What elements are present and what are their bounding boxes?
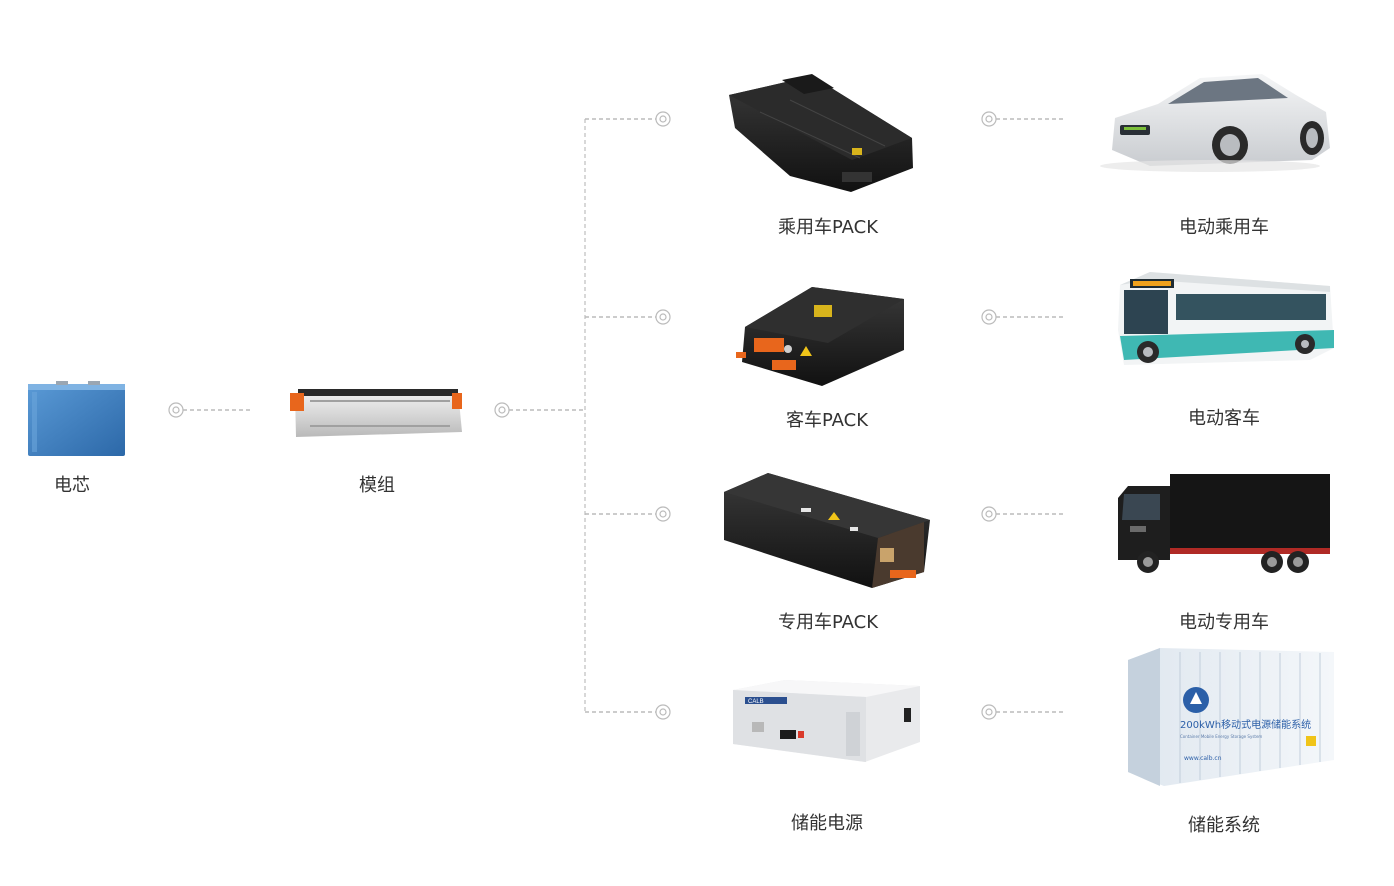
container-subtitle-text: Container Mobile Energy Storage System	[1180, 734, 1262, 739]
module-image	[290, 389, 462, 437]
connector-cell-module	[168, 402, 252, 418]
storage-system-image: 200kWh移动式电源储能系统 Container Mobile Energy …	[1128, 648, 1334, 786]
pack-bus-image	[736, 287, 904, 386]
connector-pack-special-ev	[981, 506, 1064, 522]
node-label-module: 模组	[359, 475, 395, 496]
connector-branch-passenger	[585, 111, 671, 127]
rack-brand-text: CALB	[748, 699, 764, 705]
node-label-storage-power: 储能电源	[791, 813, 863, 834]
connector-branch-special	[585, 506, 671, 522]
node-label-pack-special: 专用车PACK	[777, 612, 879, 633]
connector-branch-storage	[585, 704, 671, 720]
node-label-cell: 电芯	[54, 475, 90, 496]
pack-special-image	[724, 473, 930, 588]
node-label-ev-bus: 电动客车	[1188, 408, 1260, 429]
node-label-pack-passenger: 乘用车PACK	[777, 217, 879, 238]
node-label-ev-special: 电动专用车	[1179, 612, 1269, 633]
connector-pack-bus-ev	[981, 309, 1064, 325]
pack-passenger-image	[729, 74, 913, 192]
container-url-text: www.calb.cn	[1184, 755, 1222, 762]
connector-module-trunk	[494, 119, 586, 712]
node-label-storage-system: 储能系统	[1188, 815, 1260, 836]
container-title-text: 200kWh移动式电源储能系统	[1180, 718, 1311, 731]
ev-passenger-image	[1100, 74, 1330, 172]
storage-power-image: CALB	[733, 680, 920, 762]
connector-pack-passenger-ev	[981, 111, 1064, 127]
ev-bus-image	[1118, 272, 1334, 365]
node-label-pack-bus: 客车PACK	[785, 410, 869, 431]
connector-storage-system	[981, 704, 1064, 720]
node-label-ev-passenger: 电动乘用车	[1179, 217, 1269, 238]
cell-image	[28, 381, 125, 456]
connector-branch-bus	[585, 309, 671, 325]
ev-special-image	[1118, 474, 1330, 573]
